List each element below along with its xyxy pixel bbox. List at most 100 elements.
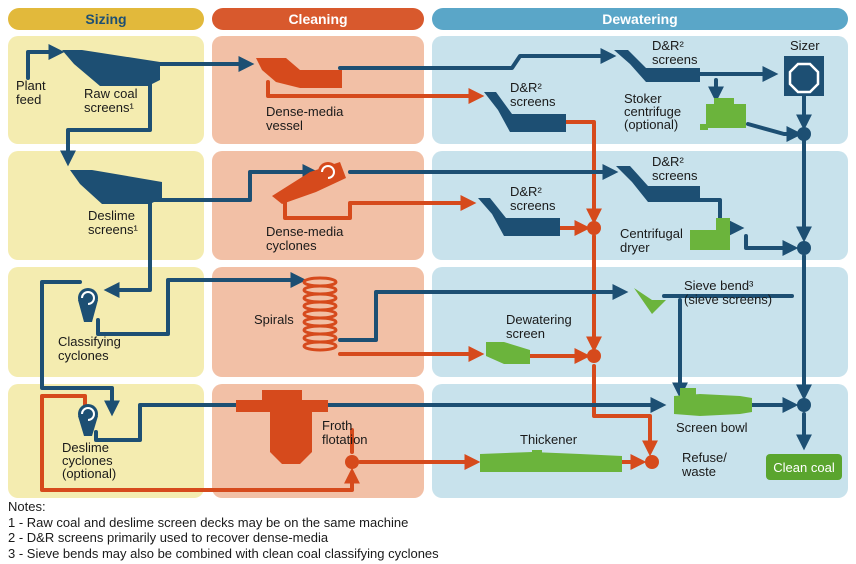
label-line: Centrifugal xyxy=(620,226,683,241)
sizer-icon xyxy=(784,56,824,96)
refuse-junction-4 xyxy=(645,455,659,469)
notes-heading: Notes: xyxy=(8,499,46,514)
equipment: Clean coal xyxy=(62,50,842,480)
refuse-junction-2 xyxy=(587,349,601,363)
centrifugal-dryer-icon xyxy=(690,218,730,250)
label-line: Deslime xyxy=(88,208,135,223)
screen-bowl-label: Screen bowl xyxy=(676,420,748,435)
label-line: screens xyxy=(510,198,556,213)
refuse-vessel-to-dr xyxy=(266,80,485,104)
clean-coal-box xyxy=(766,454,842,480)
column-headers: Sizing Cleaning Dewatering xyxy=(8,8,848,30)
sizing-header: Sizing xyxy=(85,11,126,27)
label-line: Raw coal xyxy=(84,86,138,101)
clean-junction-3 xyxy=(797,398,811,412)
label-line: screens¹ xyxy=(88,222,139,237)
label-line: cyclones xyxy=(62,453,113,468)
classifying-to-spirals xyxy=(96,272,307,336)
cleaning-cell-1 xyxy=(212,36,424,144)
coal-flow-lines xyxy=(26,44,812,451)
label-line: Spirals xyxy=(254,312,294,327)
label-line: D&R² xyxy=(510,80,542,95)
cleaning-cell-2 xyxy=(212,151,424,260)
label-line: D&R² xyxy=(510,184,542,199)
label-line: waste xyxy=(681,464,716,479)
label-line: Froth xyxy=(322,418,352,433)
junctions xyxy=(345,127,811,469)
label-line: Thickener xyxy=(520,432,578,447)
spirals-to-sieve-bend xyxy=(338,284,629,342)
label-line: Dewatering xyxy=(506,312,572,327)
vessel-to-dr-top xyxy=(338,48,617,70)
note-item: 1 - Raw coal and deslime screen decks ma… xyxy=(8,514,409,530)
refuse-junction-1 xyxy=(587,221,601,235)
label-line: flotation xyxy=(322,432,368,447)
label-line: (sieve screens) xyxy=(684,292,772,307)
label-line: Sizer xyxy=(790,38,820,53)
cleaning-cell-3 xyxy=(212,267,424,377)
dr-screens-2-icon xyxy=(478,198,560,236)
label-line: Stoker xyxy=(624,91,662,106)
label-line: cyclones xyxy=(266,238,317,253)
label-line: vessel xyxy=(266,118,303,133)
label-line: screens xyxy=(652,52,698,67)
clean-coal-label: Clean coal xyxy=(773,460,835,475)
label-line: screens xyxy=(510,94,556,109)
label-line: screen xyxy=(506,326,545,341)
dewatering-cell-4 xyxy=(432,384,848,498)
label-line: Refuse/ xyxy=(682,450,727,465)
coal-preparation-flow-diagram: Sizing Cleaning Dewatering xyxy=(8,8,848,498)
thickener-label: Thickener xyxy=(520,432,578,447)
deslime-screens-icon xyxy=(70,170,162,204)
spirals-icon xyxy=(302,276,338,352)
dr-screens-top-icon xyxy=(614,50,700,82)
spirals-label: Spirals xyxy=(254,312,294,327)
cleaning-header-bg xyxy=(212,8,424,30)
label-line: Dense-media xyxy=(266,104,344,119)
screen-bowl-icon xyxy=(674,388,752,416)
notes: Notes: 1 - Raw coal and deslime screen d… xyxy=(8,499,848,561)
refuse-junction-to-waste xyxy=(592,364,658,457)
label-line: Deslime xyxy=(62,440,109,455)
label-line: D&R² xyxy=(652,38,684,53)
classifying-overflow-to-deslime-cyclones xyxy=(40,280,120,417)
feed-to-raw-coal-screens xyxy=(26,44,65,80)
refuse-junction-3 xyxy=(345,455,359,469)
refuse-cyclones-to-dr xyxy=(283,194,477,220)
label-line: Sieve bend³ xyxy=(684,278,754,293)
dense-media-vessel-icon xyxy=(256,58,342,88)
sizing-cell-3 xyxy=(8,267,204,377)
label-line: Plant xyxy=(16,78,46,93)
label-line: Classifying xyxy=(58,334,121,349)
note-item: 2 - D&R screens primarily used to recove… xyxy=(8,530,329,545)
refuse-deslime-cyclone-loop xyxy=(40,394,360,492)
dr-screens-mid-icon xyxy=(616,166,700,202)
label-line: dryer xyxy=(620,240,650,255)
sieve-bend-label: Sieve bend³(sieve screens) xyxy=(684,278,772,307)
stoker-to-bus xyxy=(746,122,803,142)
dryer-to-bus xyxy=(744,234,799,256)
dr-screens-1-icon xyxy=(484,92,566,132)
label-line: cyclones xyxy=(58,348,109,363)
label-line: feed xyxy=(16,92,41,107)
clean-junction-1 xyxy=(797,127,811,141)
clean-junction-2 xyxy=(797,241,811,255)
label-line: screens xyxy=(652,168,698,183)
label-line: D&R² xyxy=(652,154,684,169)
label-line: screens¹ xyxy=(84,100,135,115)
froth-flotation-icon xyxy=(236,390,328,464)
sizing-cell-2 xyxy=(8,151,204,260)
raw-coal-screens-icon xyxy=(62,50,160,86)
